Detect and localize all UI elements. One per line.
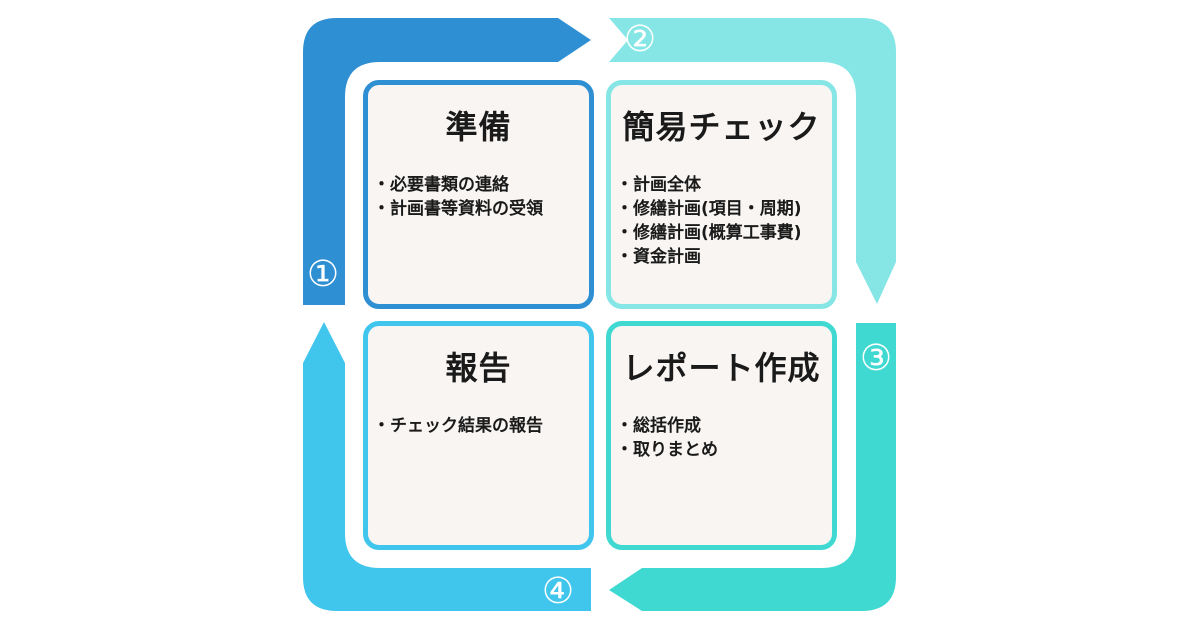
list-item: 修繕計画(概算工事費): [616, 221, 802, 245]
card-quick-check: 簡易チェック 計画全体 修繕計画(項目・周期) 修繕計画(概算工事費) 資金計画: [606, 80, 837, 309]
list-item: 資金計画: [616, 245, 802, 269]
arrow-step-1: [303, 18, 591, 305]
step-number-1: ①: [306, 254, 340, 295]
card-item-list: 計画全体 修繕計画(項目・周期) 修繕計画(概算工事費) 資金計画: [616, 173, 802, 269]
card-title: 簡易チェック: [622, 108, 821, 146]
step-number-2: ②: [623, 19, 657, 60]
card-preparation: 準備 必要書類の連絡 計画書等資料の受領: [363, 80, 594, 309]
arrow-step-3: [609, 323, 896, 611]
card-title: 報告: [445, 349, 512, 387]
list-item: チェック結果の報告: [373, 414, 543, 438]
card-report: 報告 チェック結果の報告: [363, 321, 594, 550]
list-item: 計画全体: [616, 173, 802, 197]
list-item: 総括作成: [616, 414, 718, 438]
step-number-3: ③: [859, 338, 893, 379]
card-title: レポート作成: [622, 349, 821, 387]
card-item-list: チェック結果の報告: [373, 414, 543, 438]
step-number-4: ④: [541, 571, 575, 612]
card-item-list: 総括作成 取りまとめ: [616, 414, 718, 462]
card-title: 準備: [445, 108, 512, 146]
card-item-list: 必要書類の連絡 計画書等資料の受領: [373, 173, 543, 221]
list-item: 修繕計画(項目・周期): [616, 197, 802, 221]
list-item: 取りまとめ: [616, 438, 718, 462]
arrow-step-2: [609, 18, 896, 304]
arrow-step-4: [303, 322, 591, 611]
list-item: 必要書類の連絡: [373, 173, 543, 197]
list-item: 計画書等資料の受領: [373, 197, 543, 221]
card-report-creation: レポート作成 総括作成 取りまとめ: [606, 321, 837, 550]
